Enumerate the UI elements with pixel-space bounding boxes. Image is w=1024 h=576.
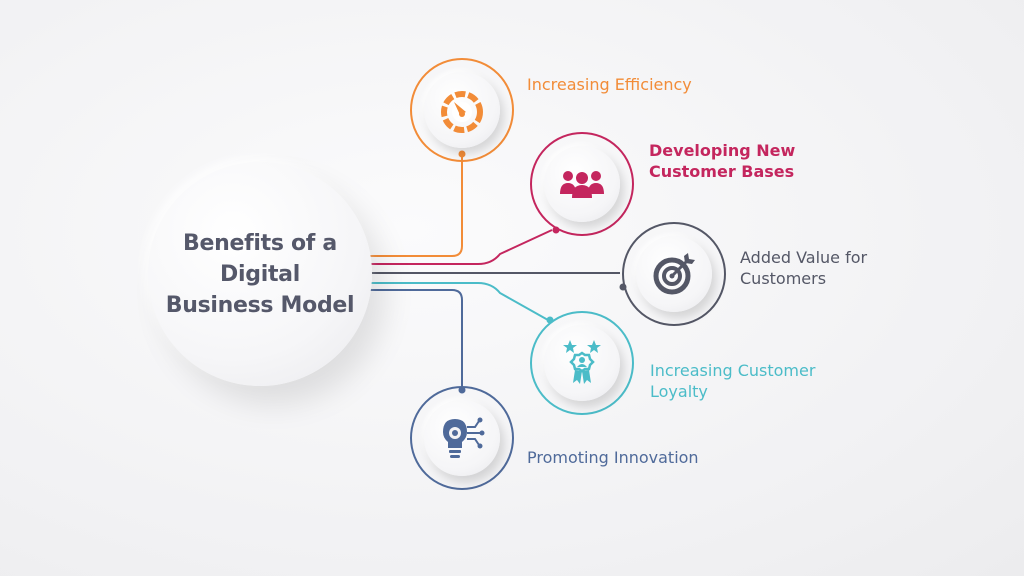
award-badge-icon [560,339,604,387]
target-icon [652,252,696,296]
node-promoting-innovation [410,386,514,490]
node-developing-customer-bases [530,132,634,236]
label-text: Increasing Customer Loyalty [650,361,816,401]
node-added-value [622,222,726,326]
node-inner [544,146,620,222]
connector-customer-bases [370,229,553,265]
speedometer-icon [439,87,485,133]
hub-title: Benefits of a Digital Business Model [165,230,355,318]
label-text: Added Value for Customers [740,248,868,288]
node-increasing-efficiency [410,58,514,162]
connector-loyalty [370,282,549,321]
node-inner [424,400,500,476]
lightbulb-gear-icon [439,415,485,461]
node-customer-loyalty [530,311,634,415]
label-developing-customer-bases: Developing New Customer Bases [649,140,849,182]
node-inner [636,236,712,312]
connector-innovation [370,289,463,390]
label-text: Developing New Customer Bases [649,141,796,181]
hub-circle: Benefits of a Digital Business Model [148,162,372,386]
label-promoting-innovation: Promoting Innovation [527,448,699,467]
label-increasing-efficiency: Increasing Efficiency [527,75,692,94]
node-inner [544,325,620,401]
node-inner [424,72,500,148]
connector-efficiency [370,154,463,257]
label-added-value: Added Value for Customers [740,247,910,289]
label-customer-loyalty: Increasing Customer Loyalty [650,360,860,402]
people-group-icon [557,166,607,202]
